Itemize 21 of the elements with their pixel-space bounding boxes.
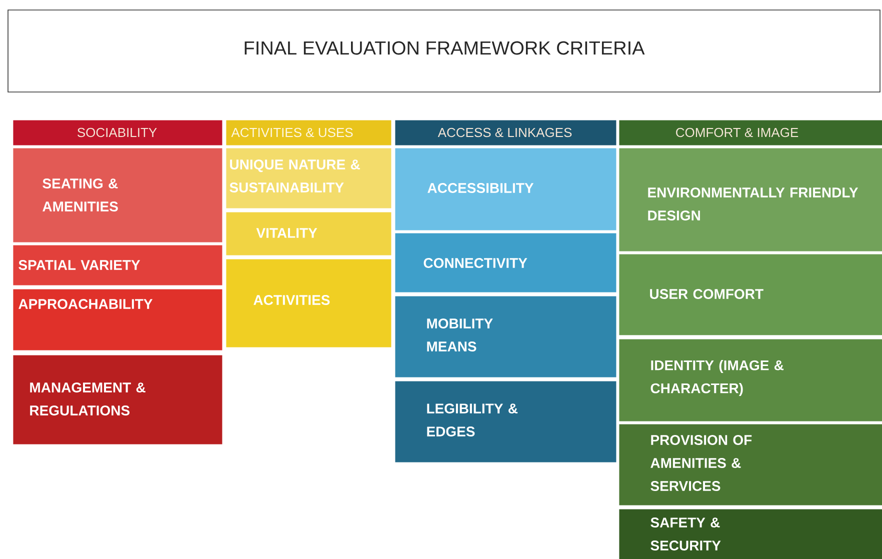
category-header: ACTIVITIES & USES bbox=[226, 120, 392, 146]
criterion-box: IDENTITY (IMAGE & CHARACTER) bbox=[619, 339, 882, 422]
criterion-box: SEATING & AMENITIES bbox=[13, 148, 222, 242]
title-box: FINAL EVALUATION FRAMEWORK CRITERIA bbox=[8, 10, 880, 92]
criterion-box: ENVIRONMENTALLY FRIENDLY DESIGN bbox=[619, 148, 882, 252]
criterion-box: CONNECTIVITY bbox=[395, 233, 616, 292]
category-header: ACCESS & LINKAGES bbox=[395, 120, 616, 146]
criterion-box: APPROACHABILITY bbox=[13, 289, 222, 350]
criterion-box: USER COMFORT bbox=[619, 254, 882, 336]
criterion-box: LEGIBILITY & EDGES bbox=[395, 381, 616, 462]
criterion-box: MOBILITY MEANS bbox=[395, 296, 616, 378]
criterion-box: ACTIVITIES bbox=[226, 259, 392, 348]
category-header: SOCIABILITY bbox=[13, 120, 222, 146]
category-header: COMFORT & IMAGE bbox=[619, 120, 882, 146]
criterion-box: MANAGEMENT & REGULATIONS bbox=[13, 355, 222, 444]
criterion-box: VITALITY bbox=[226, 212, 392, 256]
criterion-box: UNIQUE NATURE & SUSTAINABILITY bbox=[226, 148, 392, 208]
criterion-box: SAFETY & SECURITY bbox=[619, 509, 882, 559]
criterion-box: PROVISION OF AMENITIES & SERVICES bbox=[619, 424, 882, 506]
criterion-box: SPATIAL VARIETY bbox=[13, 245, 222, 286]
criterion-box: ACCESSIBILITY bbox=[395, 148, 616, 230]
